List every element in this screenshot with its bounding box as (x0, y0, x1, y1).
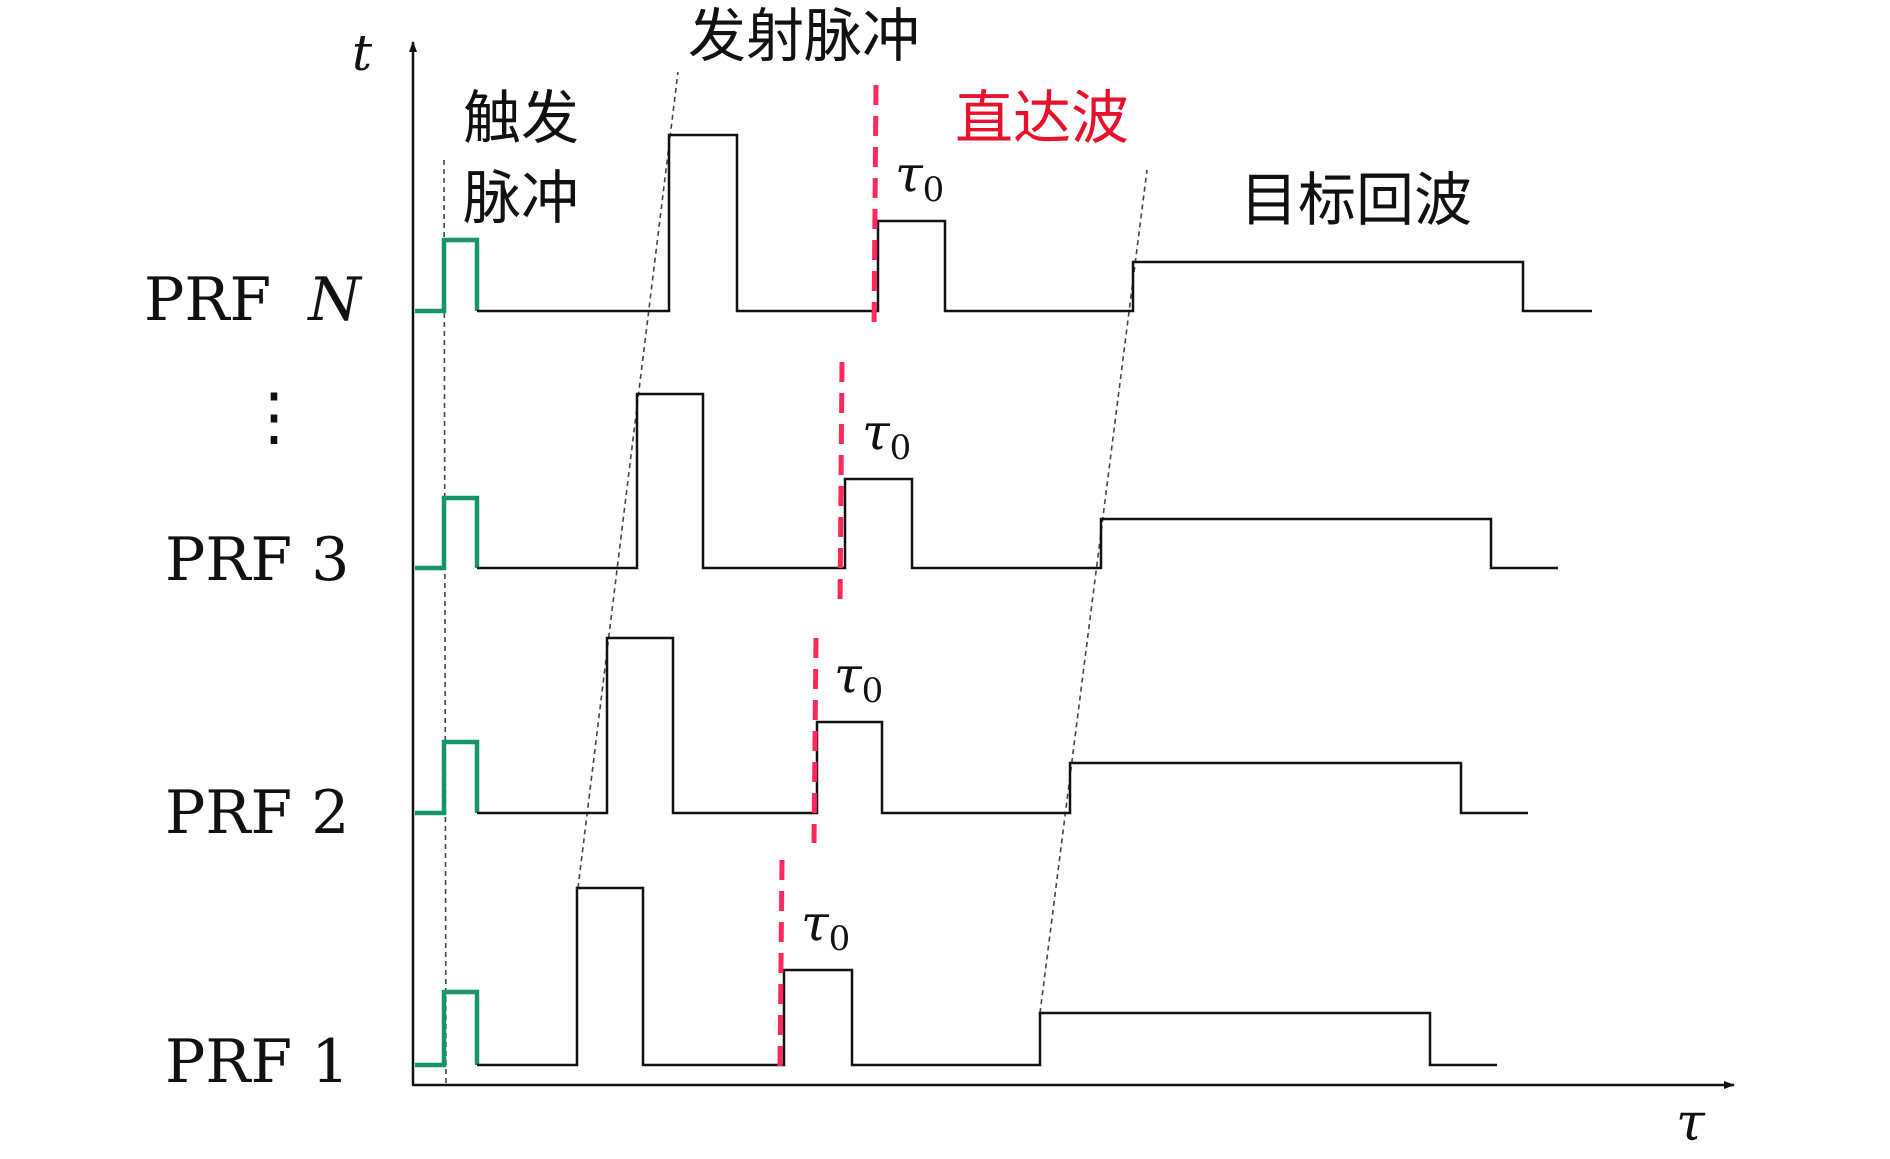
vertical-ellipsis: ⋮ (242, 380, 306, 454)
tau0-subscript-prf-3: 0 (890, 428, 912, 468)
pulse-train-prf-1 (477, 886, 1497, 1067)
transmit-pulse-label: 发射脉冲 (688, 2, 920, 70)
row-label-prf-2: PRF 2 (165, 778, 349, 848)
trigger-pulse-label-line2: 脉冲 (463, 164, 579, 232)
y-axis-label: t (352, 24, 373, 82)
row-label-prf-n-symbol: N (306, 265, 363, 335)
tau0-label-prf-1: τ0 (801, 894, 850, 959)
trigger-guide-line (443, 159, 447, 1086)
trigger-pulse-prf-1 (415, 989, 480, 1068)
row-label-prf-1: PRF 1 (165, 1027, 349, 1097)
transmit-guide-line (577, 71, 679, 889)
pulse-train-prf-2 (477, 636, 1528, 815)
direct-wave-label: 直达波 (955, 84, 1129, 152)
tau0-label-prf-2: τ0 (834, 646, 883, 711)
guide-lines (443, 71, 1148, 1086)
direct-wave-marker-prf-3 (837, 361, 845, 609)
direct-wave-markers (777, 84, 879, 1069)
row-label-prf-n: PRF N (144, 265, 363, 335)
tau0-labels: τ0 τ0 τ0 τ0 (801, 145, 944, 959)
echo-guide-line (1039, 169, 1148, 1014)
target-echo-label: 目标回波 (1240, 166, 1472, 234)
direct-wave-marker-prf-2 (811, 637, 819, 844)
tau0-subscript-prf-1: 0 (829, 919, 851, 959)
pulse-train-prf-n (477, 133, 1592, 313)
direct-wave-marker-prf-1 (777, 859, 785, 1069)
pulse-trains (415, 133, 1592, 1068)
trigger-pulse-prf-3 (415, 495, 480, 571)
row-label-prf-3: PRF 3 (165, 525, 349, 595)
tau0-subscript-prf-2: 0 (862, 671, 884, 711)
pulse-train-prf-3 (477, 392, 1558, 570)
x-axis-label: τ (1676, 1093, 1706, 1153)
direct-wave-marker-prf-n (871, 84, 879, 334)
tau0-label-prf-n: τ0 (895, 145, 944, 210)
tau0-label-prf-3: τ0 (862, 403, 911, 468)
trigger-pulse-label-line1: 触发 (463, 84, 579, 152)
tau0-subscript-prf-n: 0 (923, 170, 945, 210)
trigger-pulse-prf-n (415, 237, 480, 314)
trigger-pulse-prf-2 (415, 739, 480, 816)
row-label-prf-n-prefix: PRF (144, 265, 271, 335)
